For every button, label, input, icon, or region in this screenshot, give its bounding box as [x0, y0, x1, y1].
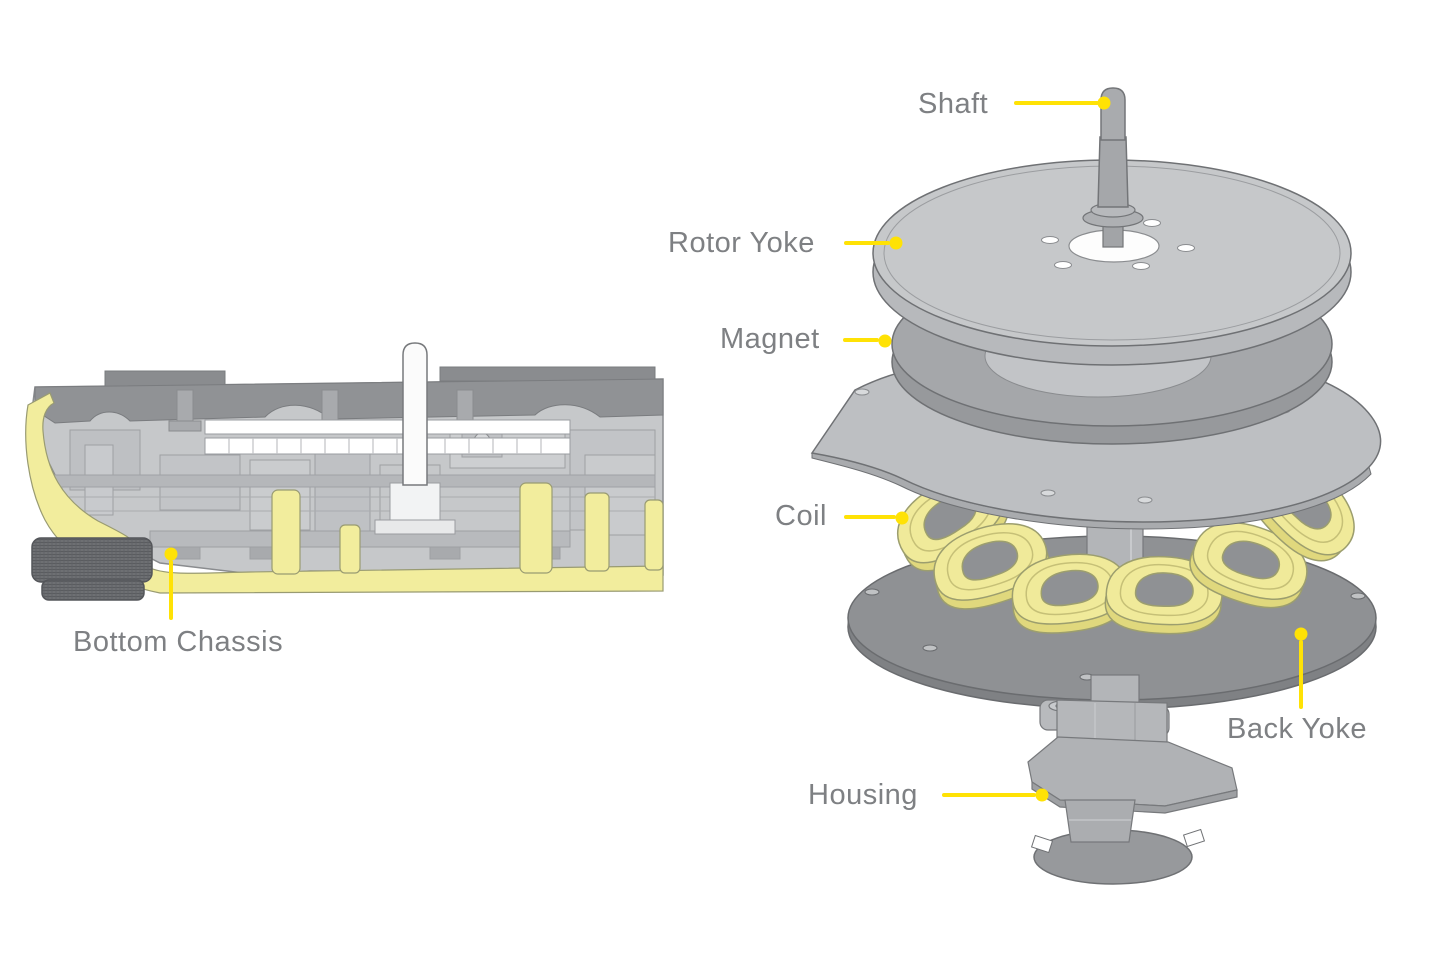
base-disc [1030, 828, 1206, 885]
rotor-yoke-part [872, 159, 1352, 366]
foot [31, 537, 153, 601]
magnet-label: Magnet [720, 323, 820, 355]
spindle [374, 342, 456, 535]
shaft-label: Shaft [918, 88, 989, 120]
back-yoke-label: Back Yoke [1227, 713, 1367, 745]
chassis-ribs [271, 482, 664, 575]
rotor-yoke-label: Rotor Yoke [668, 227, 815, 259]
coil-label: Coil [775, 500, 827, 532]
bottom-chassis-label: Bottom Chassis [73, 626, 284, 658]
bottom-chassis-part [25, 392, 664, 594]
exploded-view-drawing [810, 87, 1382, 885]
housing-label: Housing [808, 779, 918, 811]
cross-section-drawing [25, 342, 664, 601]
platter-step [439, 366, 656, 382]
housing-part [1027, 699, 1238, 843]
